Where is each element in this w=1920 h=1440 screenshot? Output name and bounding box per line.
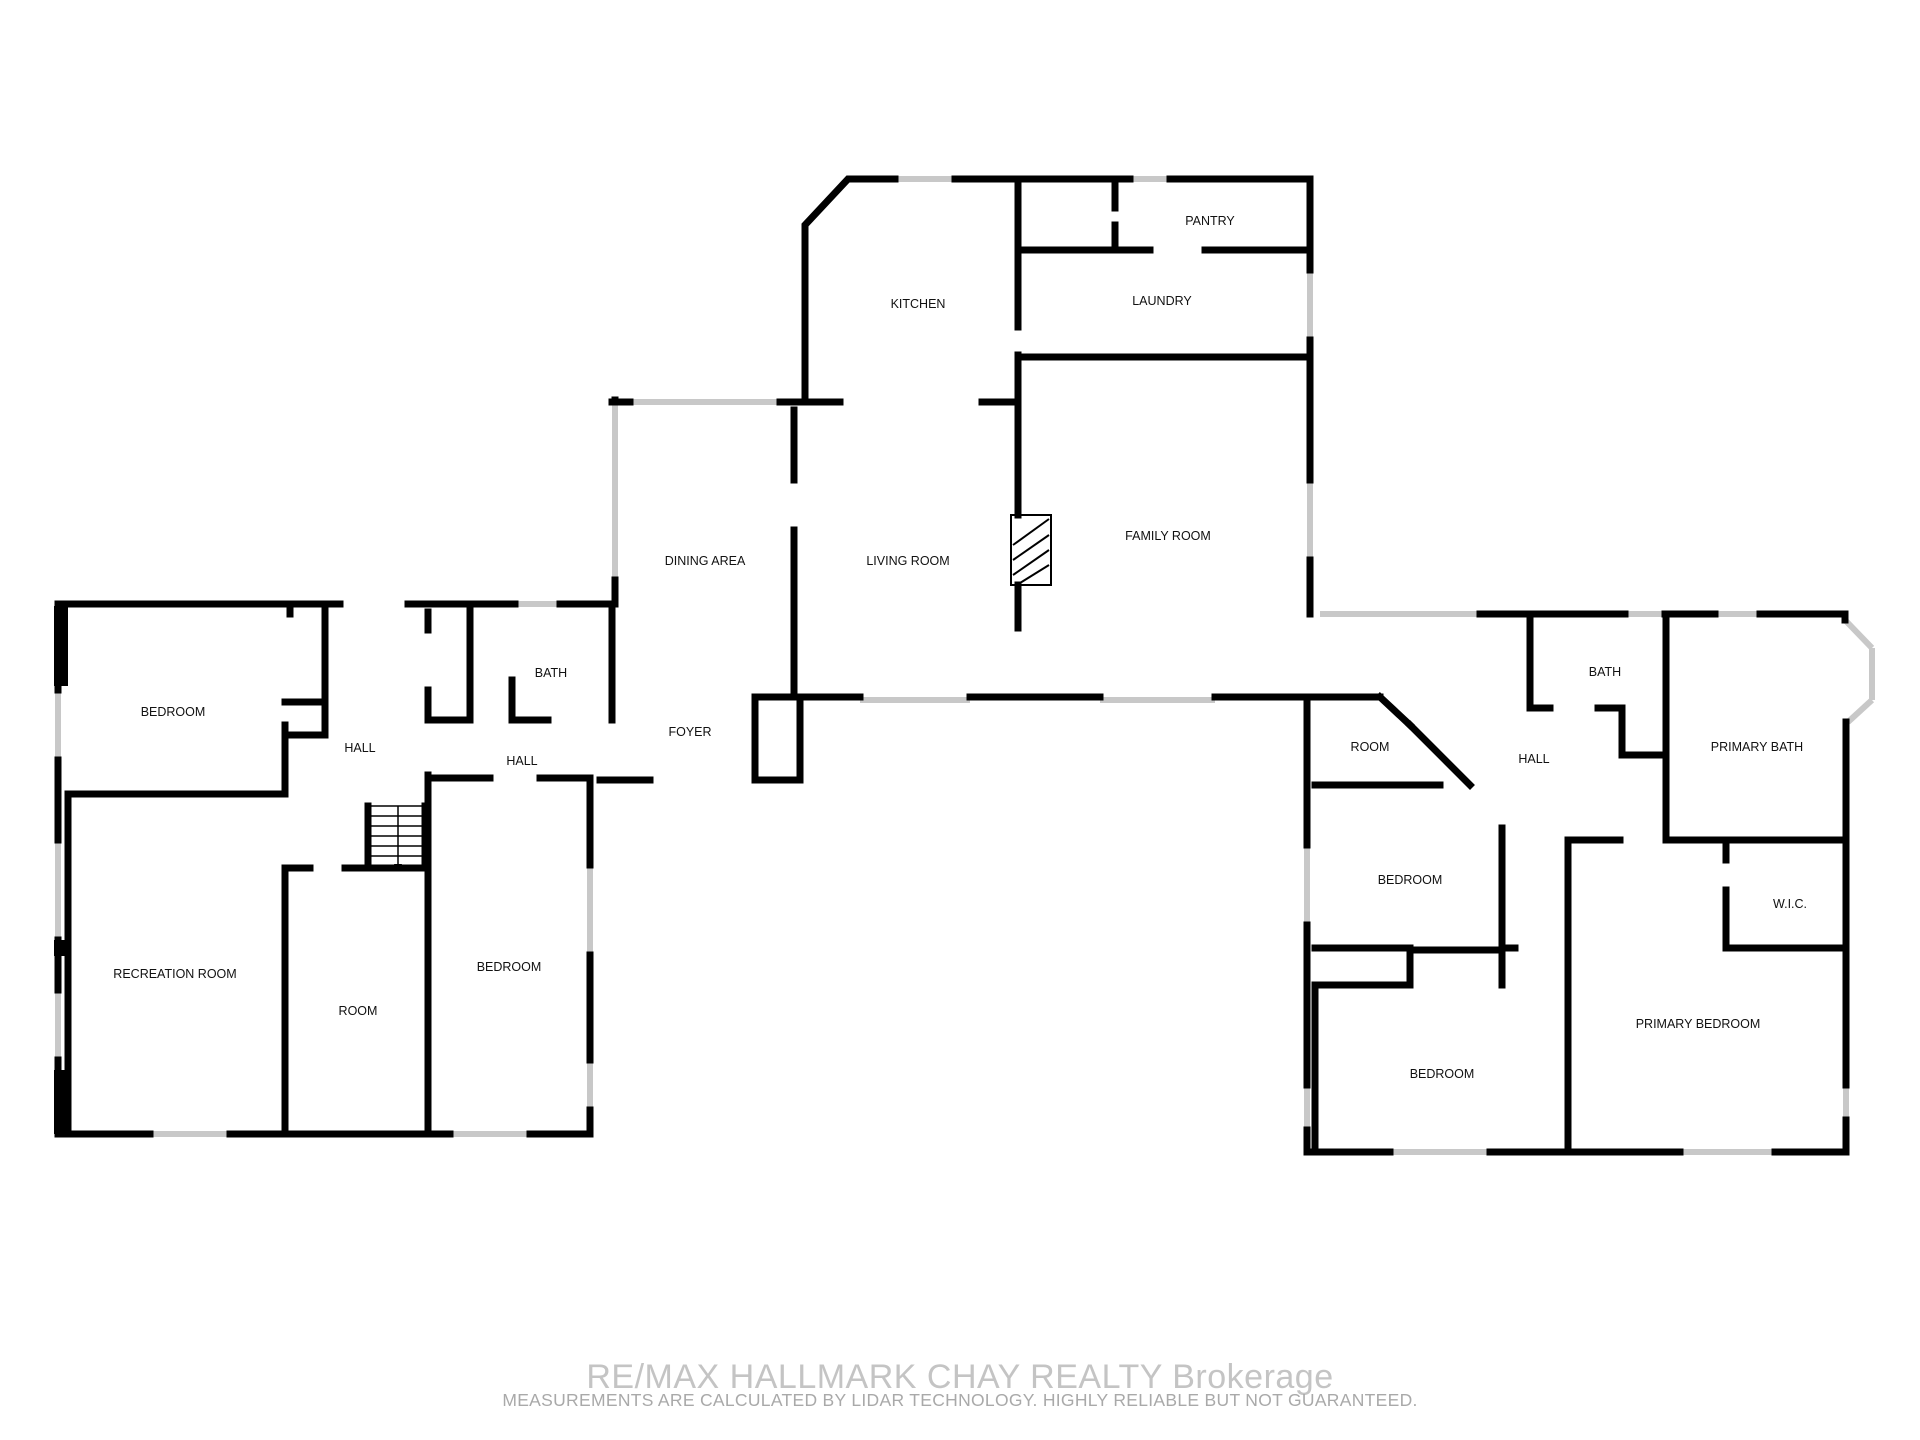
room-label-hall-center: HALL [506, 754, 537, 768]
room-label-hall-east: HALL [1518, 752, 1549, 766]
stairs [369, 805, 426, 869]
wall-accents [54, 606, 68, 1134]
room-label-living-room: LIVING ROOM [866, 554, 949, 568]
room-label-primary-bath: PRIMARY BATH [1711, 740, 1803, 754]
watermark-brokerage: RE/MAX HALLMARK CHAY REALTY Brokerage [586, 1358, 1334, 1396]
room-label-bath-east: BATH [1589, 665, 1621, 679]
room-label-dining-area: DINING AREA [665, 554, 746, 568]
room-label-bedroom-nw: BEDROOM [141, 705, 206, 719]
room-label-hall-west: HALL [344, 741, 375, 755]
room-label-foyer: FOYER [668, 725, 711, 739]
room-label-kitchen: KITCHEN [891, 297, 946, 311]
stairs-arrow [394, 864, 402, 871]
room-label-recreation-room: RECREATION ROOM [113, 967, 236, 981]
watermark-disclaimer: MEASUREMENTS ARE CALCULATED BY LIDAR TEC… [502, 1390, 1418, 1410]
room-label-wic: W.I.C. [1773, 897, 1807, 911]
windows [55, 176, 1875, 1155]
room-labels: PANTRY KITCHEN LAUNDRY DINING AREA LIVIN… [113, 214, 1807, 1081]
room-label-bedroom-sw: BEDROOM [477, 960, 542, 974]
fireplace [1010, 514, 1052, 586]
room-label-room-east: ROOM [1351, 740, 1390, 754]
room-label-primary-bedroom: PRIMARY BEDROOM [1636, 1017, 1761, 1031]
room-label-bedroom-e2: BEDROOM [1410, 1067, 1475, 1081]
room-label-family-room: FAMILY ROOM [1125, 529, 1211, 543]
room-label-pantry: PANTRY [1185, 214, 1235, 228]
room-label-room-west: ROOM [339, 1004, 378, 1018]
walls [54, 175, 1850, 1156]
room-label-bath-center: BATH [535, 666, 567, 680]
room-label-bedroom-e1: BEDROOM [1378, 873, 1443, 887]
room-label-laundry: LAUNDRY [1132, 294, 1192, 308]
